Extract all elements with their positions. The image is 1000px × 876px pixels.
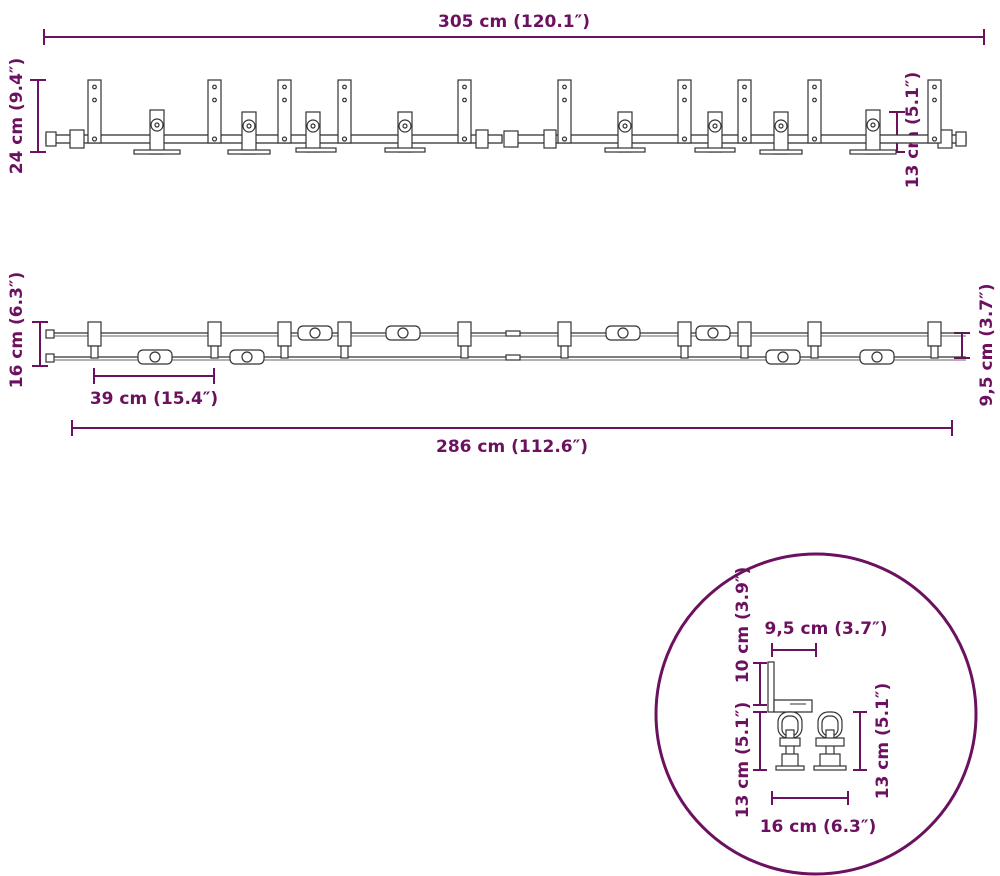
bracket-side <box>807 321 822 359</box>
roller-hanger <box>133 109 181 155</box>
roller-hanger <box>759 111 803 155</box>
roller-top <box>605 325 641 341</box>
bracket-arm <box>773 699 813 713</box>
roller-hanger <box>849 109 897 155</box>
detail-right-roller-dimension: 13 cm (5.1″) <box>853 683 893 800</box>
bottom-height-dimension: 16 cm (6.3″) <box>7 272 48 389</box>
bracket-side <box>557 321 572 359</box>
bracket-side <box>277 321 292 359</box>
top-rail-end-right <box>955 131 967 147</box>
detail-roller-right <box>813 711 847 771</box>
wall-bracket <box>927 79 942 144</box>
bracket-side <box>927 321 942 359</box>
detail-right-roller-label: 13 cm (5.1″) <box>873 683 893 800</box>
bottom-view: 16 cm (6.3″) 9,5 cm (3.7″) 39 cm (15.4″)… <box>7 272 997 457</box>
roller-hanger <box>694 111 736 153</box>
bracket-side <box>457 321 472 359</box>
roller-top <box>229 349 265 365</box>
roller-top <box>385 325 421 341</box>
roller-hanger <box>295 111 337 153</box>
bottom-width-dimension: 286 cm (112.6″) <box>71 420 953 457</box>
detail-bracket-height-dimension: 10 cm (3.9″) <box>733 567 767 706</box>
bottom-rail-connector <box>505 354 521 361</box>
wall-bracket <box>677 79 692 144</box>
bottom-width-label: 286 cm (112.6″) <box>436 437 588 457</box>
top-height-label: 24 cm (9.4″) <box>7 58 27 175</box>
roller-hanger <box>604 111 646 153</box>
roller-top <box>297 325 333 341</box>
top-rail-left <box>45 134 503 144</box>
bottom-rail-connector <box>505 330 521 337</box>
bottom-height-label: 16 cm (6.3″) <box>7 272 27 389</box>
detail-roller-left <box>775 711 805 771</box>
roller-top <box>695 325 731 341</box>
bottom-rail-gap-label: 9,5 cm (3.7″) <box>977 284 997 407</box>
top-roller-height-dimension: 13 cm (5.1″) <box>889 72 923 189</box>
roller-hanger <box>227 111 271 155</box>
detail-width-dimension: 16 cm (6.3″) <box>760 791 877 837</box>
bracket-side <box>337 321 352 359</box>
top-rail-stop <box>69 129 85 149</box>
roller-top <box>765 349 801 365</box>
bracket-side <box>87 321 102 359</box>
wall-bracket <box>337 79 352 144</box>
detail-left-roller-dimension: 13 cm (5.1″) <box>733 702 767 819</box>
bracket-side <box>207 321 222 359</box>
wall-bracket <box>207 79 222 144</box>
wall-bracket <box>737 79 752 144</box>
bracket-side <box>677 321 692 359</box>
wall-bracket <box>557 79 572 144</box>
top-rail-connector <box>503 130 519 148</box>
bottom-spacing-dimension: 39 cm (15.4″) <box>90 368 218 409</box>
top-height-dimension: 24 cm (9.4″) <box>7 58 46 175</box>
detail-depth-dimension: 9,5 cm (3.7″) <box>765 619 888 657</box>
bottom-rail-end <box>45 329 55 339</box>
top-wall-brackets <box>87 79 942 144</box>
wall-plate <box>767 661 775 713</box>
wall-bracket <box>277 79 292 144</box>
detail-depth-label: 9,5 cm (3.7″) <box>765 619 888 639</box>
detail-left-roller-label: 13 cm (5.1″) <box>733 702 753 819</box>
detail-bracket-height-label: 10 cm (3.9″) <box>733 567 753 684</box>
top-width-label: 305 cm (120.1″) <box>438 12 590 32</box>
top-rail-stop <box>543 129 557 149</box>
bracket-side <box>737 321 752 359</box>
top-rail-end-left <box>45 131 57 147</box>
wall-bracket <box>457 79 472 144</box>
detail-width-label: 16 cm (6.3″) <box>760 817 877 837</box>
bottom-rollers <box>137 325 895 365</box>
roller-top <box>859 349 895 365</box>
detail-circle <box>654 552 978 876</box>
wall-bracket <box>807 79 822 144</box>
top-roller-height-label: 13 cm (5.1″) <box>903 72 923 189</box>
bottom-rail-end <box>45 353 55 363</box>
roller-top <box>137 349 173 365</box>
detail-hardware <box>767 661 847 771</box>
top-view: 305 cm (120.1″) 24 cm (9.4″) 13 cm (5.1″… <box>7 12 985 189</box>
bottom-brackets <box>87 321 942 359</box>
top-rail-stop <box>475 129 489 149</box>
top-width-dimension: 305 cm (120.1″) <box>43 12 985 45</box>
bottom-rail-gap-dimension: 9,5 cm (3.7″) <box>954 284 997 407</box>
bottom-spacing-label: 39 cm (15.4″) <box>90 389 218 409</box>
top-rollers <box>133 109 897 155</box>
wall-bracket <box>87 79 102 144</box>
detail-view: 9,5 cm (3.7″) 10 cm (3.9″) 13 cm (5.1″) … <box>654 552 978 876</box>
roller-hanger <box>384 111 426 153</box>
